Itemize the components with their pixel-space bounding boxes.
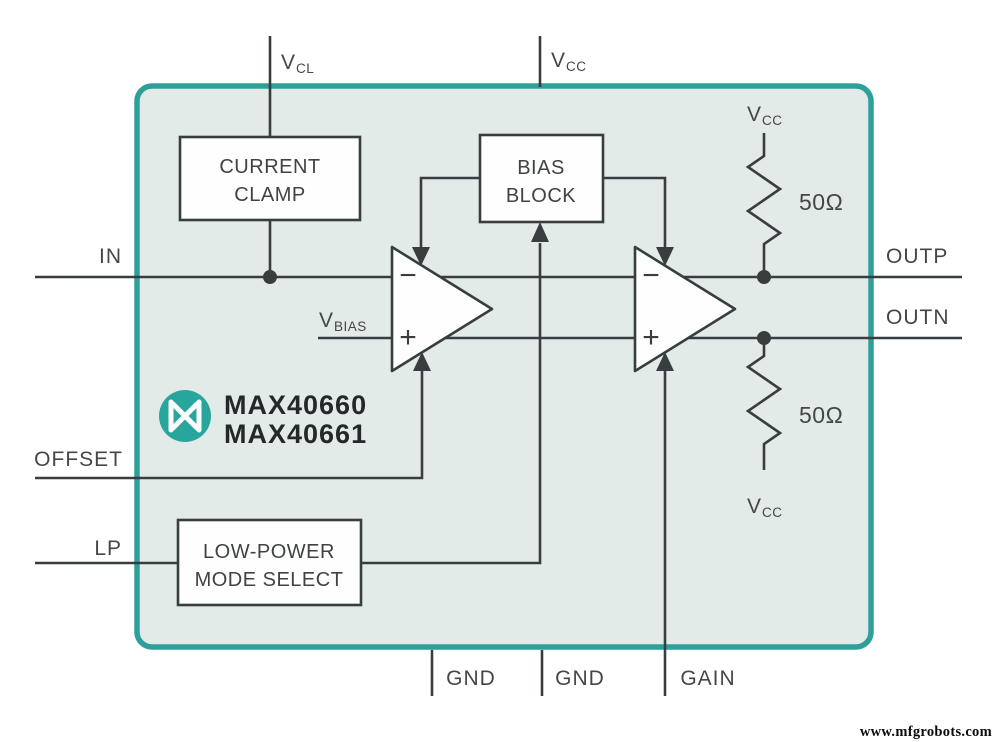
bias-block bbox=[478, 133, 605, 224]
low-power-mode-select-block bbox=[176, 518, 363, 607]
bias-right-wire bbox=[603, 176, 667, 248]
outn-pin-label: OUTN bbox=[886, 306, 950, 329]
resistor-bottom-value: 50Ω bbox=[799, 402, 843, 428]
vcc-right-top-label: VCC bbox=[747, 103, 783, 128]
amplifier-2-triangle bbox=[633, 245, 737, 373]
gnd-left-pin-label: GND bbox=[446, 667, 496, 690]
gnd-right-pin-label: GND bbox=[555, 667, 605, 690]
bias-block-label-line1: BIAS bbox=[517, 157, 565, 179]
amp2-inverting-sign: − bbox=[642, 259, 660, 292]
part-number-1: MAX40660 bbox=[224, 390, 367, 420]
part-number-2: MAX40661 bbox=[224, 419, 367, 449]
vcl-label: VCL bbox=[281, 51, 314, 76]
offset-wire bbox=[35, 369, 424, 480]
low-power-label-line1: LOW-POWER bbox=[203, 541, 335, 563]
resistor-top bbox=[745, 133, 783, 277]
offset-arrowhead bbox=[413, 352, 431, 371]
low-power-label-line2: MODE SELECT bbox=[195, 569, 344, 591]
in-pin-label: IN bbox=[99, 245, 122, 268]
bias-left-wire bbox=[419, 176, 480, 249]
chip-boundary-box bbox=[134, 83, 874, 650]
vcc-top-label: VCC bbox=[551, 49, 587, 74]
bias-left-arrowhead bbox=[412, 247, 430, 266]
offset-pin-label: OFFSET bbox=[34, 448, 123, 471]
current-clamp-block bbox=[178, 135, 362, 222]
current-clamp-label-line2: CLAMP bbox=[234, 184, 305, 206]
amp2-noninverting-sign: + bbox=[642, 321, 660, 354]
watermark-text: www.mfgrobots.com bbox=[860, 724, 992, 740]
in-junction-dot bbox=[263, 270, 277, 284]
vcc-right-bottom-label: VCC bbox=[747, 495, 783, 520]
outp-junction-dot bbox=[757, 270, 771, 284]
amplifier-1-triangle bbox=[390, 245, 494, 373]
current-clamp-label-line1: CURRENT bbox=[219, 156, 320, 178]
amp1-noninverting-sign: + bbox=[399, 321, 417, 354]
amp1-inverting-sign: − bbox=[399, 259, 417, 292]
gain-pin-label: GAIN bbox=[680, 667, 735, 690]
bias-block-label-line2: BLOCK bbox=[506, 185, 576, 207]
lp-pin-label: LP bbox=[94, 537, 122, 560]
outn-junction-dot bbox=[757, 331, 771, 345]
resistor-top-value: 50Ω bbox=[799, 189, 843, 215]
gain-arrowhead bbox=[656, 352, 674, 371]
resistor-bottom bbox=[745, 338, 783, 470]
lp-to-bias-wire bbox=[361, 243, 542, 565]
vbias-label: VBIAS bbox=[319, 309, 367, 334]
bias-bottom-arrowhead bbox=[531, 222, 549, 242]
maxim-logo-icon bbox=[159, 390, 211, 442]
bias-right-arrowhead bbox=[656, 247, 674, 266]
outp-pin-label: OUTP bbox=[886, 245, 948, 268]
